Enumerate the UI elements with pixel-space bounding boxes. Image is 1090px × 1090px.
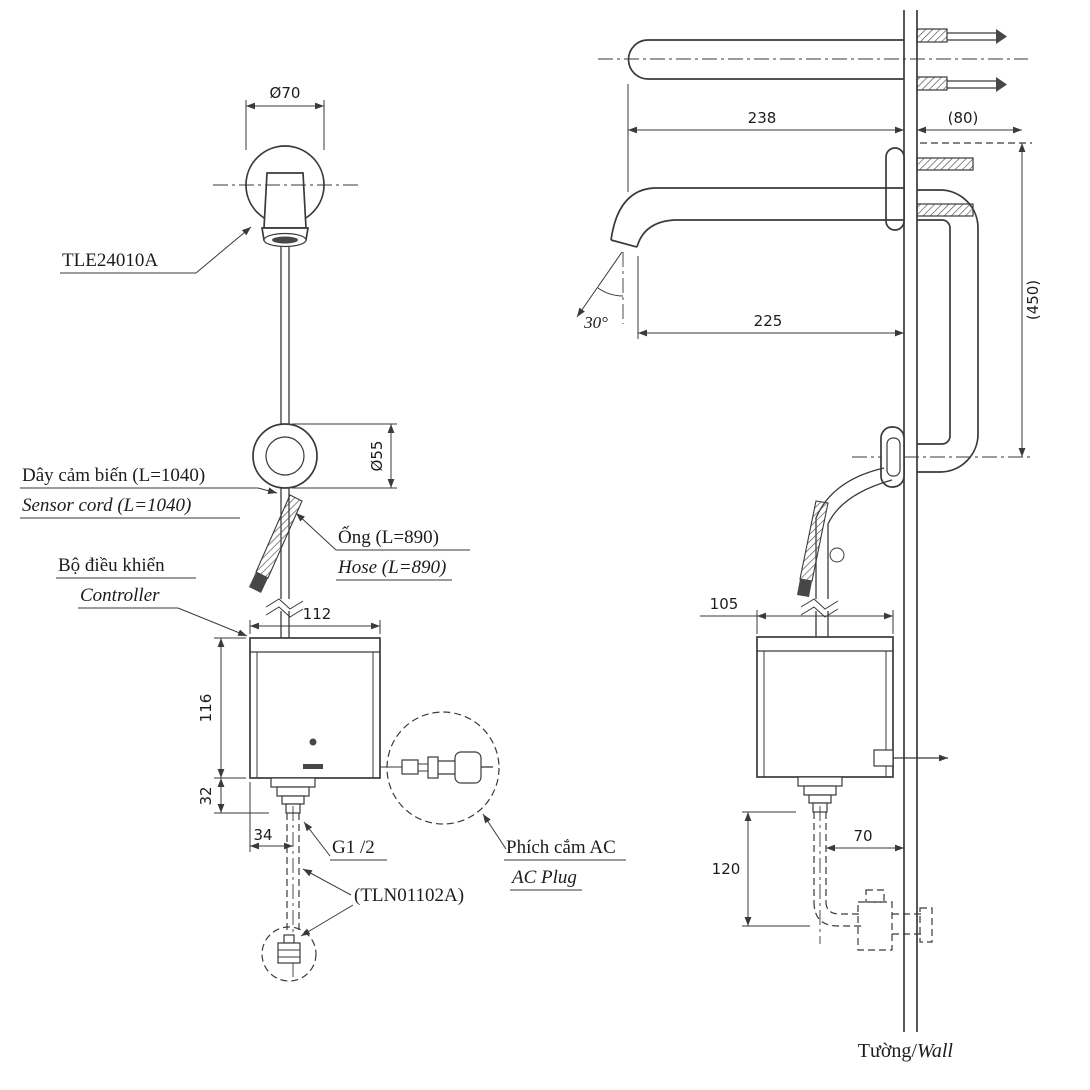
supply-fitting-side	[797, 776, 862, 944]
wall-label: Tường/ Wall	[858, 1040, 954, 1062]
spout-top-view	[598, 28, 1028, 92]
stop-valve-callout: (TLN01102A)	[300, 868, 464, 937]
dim-controller-depth: 105	[700, 595, 894, 634]
sensor-cable-side	[797, 500, 829, 597]
dim-controller-depth-value: 105	[710, 595, 739, 613]
ac-plug-label-vi: Phích cắm AC	[506, 837, 616, 858]
dim-drop: 120	[712, 811, 810, 927]
product-code-label: TLE24010A	[62, 250, 158, 271]
stop-valve-label: (TLN01102A)	[354, 885, 464, 906]
controller-label-vi: Bộ điều khiển	[58, 555, 165, 576]
dim-flow-angle-value: 30°	[583, 313, 608, 332]
dim-pipe-offset: 70	[826, 827, 904, 852]
dim-behind-wall: (80)	[917, 109, 1032, 144]
dim-drop-value: 120	[712, 860, 741, 878]
sensor-cable-front	[249, 494, 303, 593]
dim-spout-diameter: Ø70	[245, 84, 325, 150]
stop-valve-detail	[261, 926, 317, 982]
sensor-cord-label-en: Sensor cord (L=1040)	[22, 495, 191, 516]
dim-pipe-offset-value: 70	[853, 827, 872, 845]
dim-spout-reach: 225	[637, 256, 904, 339]
supply-fitting-front	[270, 777, 316, 980]
ac-plug-callout: Phích cắm AC AC Plug	[482, 813, 626, 891]
hose-label-en: Hose (L=890)	[337, 557, 446, 578]
dim-total-reach-value: 238	[748, 109, 777, 127]
dim-fitting-offset: 34	[249, 782, 293, 852]
spout-front	[213, 145, 358, 248]
controller-slot	[303, 764, 323, 769]
controller-callout: Bộ điều khiển Controller	[56, 555, 248, 637]
thread-label: G1 /2	[332, 837, 375, 858]
dim-spout-reach-value: 225	[754, 312, 783, 330]
controller-box-side	[756, 636, 948, 778]
controller-led	[309, 738, 317, 746]
dim-behind-wall-value: (80)	[948, 109, 979, 127]
dim-total-reach: 238	[627, 84, 904, 192]
dim-fitting-height-value: 32	[197, 786, 215, 805]
stop-valve-side	[857, 889, 933, 951]
sensor-cord-label-vi: Dây cảm biến (L=1040)	[22, 465, 205, 486]
product-label-callout: TLE24010A	[60, 226, 252, 274]
dim-fitting-height: 32	[197, 778, 269, 814]
sensor-cord-callout: Dây cảm biến (L=1040) Sensor cord (L=104…	[20, 465, 278, 519]
wall-lines	[903, 10, 918, 1032]
front-view: Ø70 TLE24010A	[20, 84, 626, 982]
dim-controller-width-value: 112	[303, 605, 332, 623]
escutcheon-side	[880, 426, 905, 488]
dim-fitting-offset-value: 34	[253, 826, 272, 844]
dim-controller-width: 112	[249, 605, 381, 634]
controller-label-en: Controller	[80, 585, 160, 606]
dim-install-height-value: (450)	[1024, 280, 1042, 320]
dim-escutcheon-diameter-value: Ø55	[368, 441, 386, 472]
dim-escutcheon-diameter: Ø55	[292, 423, 397, 489]
ac-plug-label-en: AC Plug	[510, 867, 577, 888]
thread-callout: G1 /2	[303, 821, 387, 861]
hose-callout: Ống (L=890) Hose (L=890)	[295, 512, 470, 581]
escutcheon-front	[252, 423, 318, 489]
controller-box-front	[249, 637, 381, 779]
dim-controller-height-value: 116	[197, 694, 215, 723]
wall-label-en: Wall	[917, 1040, 953, 1062]
flow-angle: 30°	[576, 251, 624, 332]
dim-controller-height: 116	[197, 637, 246, 779]
ac-plug-detail	[380, 711, 500, 825]
side-view: 238 (80) (450) 30°	[576, 10, 1042, 1062]
hose-label-vi: Ống (L=890)	[338, 526, 439, 548]
wall-label-vi: Tường/	[858, 1040, 918, 1062]
spout-side-view	[610, 187, 904, 248]
pipe-behind-wall	[917, 189, 979, 473]
wall-flange-side	[885, 147, 974, 231]
dim-spout-diameter-value: Ø70	[270, 84, 301, 102]
